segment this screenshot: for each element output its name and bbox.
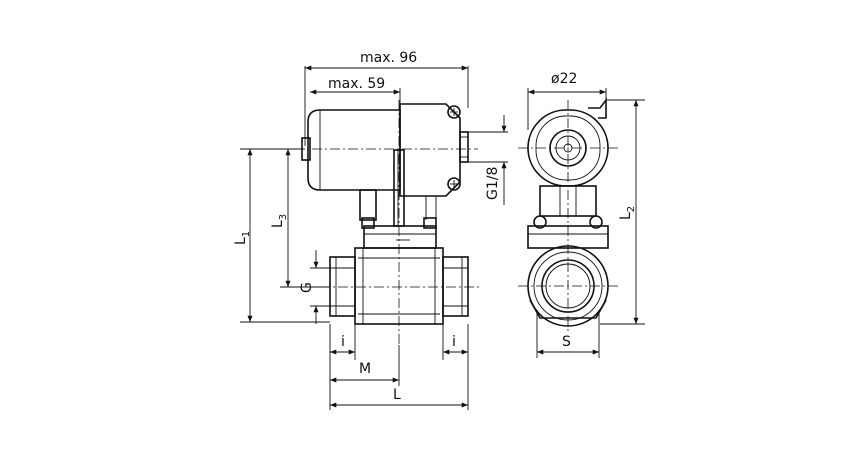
dim-max-59: max. 59 (328, 76, 385, 92)
front-view: max. 96 max. 59 G1/8 L1 L3 G (233, 50, 508, 410)
port-left (329, 256, 356, 317)
dim-l3: L3 (270, 214, 289, 228)
dim-i-right: i (452, 334, 456, 350)
dim-g18: G1/8 (485, 167, 501, 200)
dim-l: L (393, 387, 401, 403)
screw-bottom (447, 177, 461, 191)
flange-plate (363, 225, 437, 249)
dim-s: S (562, 334, 571, 350)
side-view: ø22 L2 S (518, 71, 645, 358)
dim-l1: L1 (233, 231, 252, 245)
dim-l2: L2 (618, 206, 637, 220)
dim-g: G (299, 282, 315, 293)
dim-max-96: max. 96 (360, 50, 417, 66)
screw-top (447, 105, 461, 119)
dim-diameter-22: ø22 (551, 71, 577, 87)
dim-m: M (359, 361, 371, 377)
dim-i-left: i (341, 334, 345, 350)
actuator-housing (307, 109, 401, 191)
port-right (442, 256, 469, 317)
